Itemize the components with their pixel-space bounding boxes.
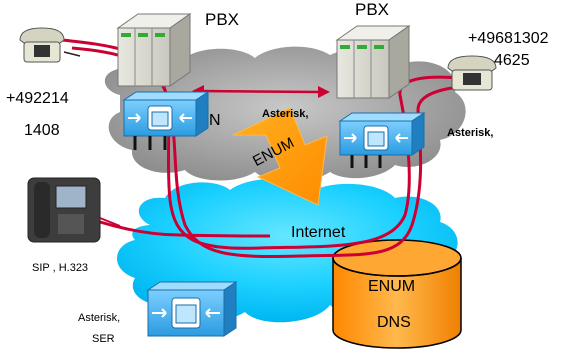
asterisk-bottom-label: Asterisk,	[78, 312, 121, 324]
phone-number-right: +49681302	[468, 30, 549, 47]
asterisk-right-label: Asterisk,	[447, 127, 494, 139]
internet-label: Internet	[291, 224, 346, 241]
phone-number-left: +492214	[6, 90, 69, 107]
ip-phone-icon	[27, 177, 121, 243]
phone-left-icon	[19, 27, 81, 63]
enum-dns-database	[332, 239, 462, 349]
phone-number-left-ext: 1408	[24, 122, 60, 139]
gateway-switch-right	[338, 112, 426, 168]
enum-arrow	[232, 107, 328, 206]
phone-number-right-ext: 4625	[494, 52, 530, 69]
phone-right-icon	[447, 55, 497, 91]
gateway-switch-left	[122, 91, 210, 150]
dns-db-label: DNS	[377, 314, 411, 331]
asterisk-ser-switch	[146, 281, 238, 337]
asterisk-center-label: Asterisk,	[262, 108, 309, 120]
sip-h323-label: SIP , H.323	[32, 262, 89, 274]
enum-db-label: ENUM	[368, 278, 416, 295]
pbx-left-label: PBX	[205, 10, 240, 29]
pbx-left-server	[116, 13, 192, 87]
pbx-right-server	[335, 25, 411, 99]
ser-label: SER	[92, 333, 115, 345]
pbx-right-label: PBX	[355, 0, 390, 19]
cloud-partial-label: N	[209, 112, 221, 129]
